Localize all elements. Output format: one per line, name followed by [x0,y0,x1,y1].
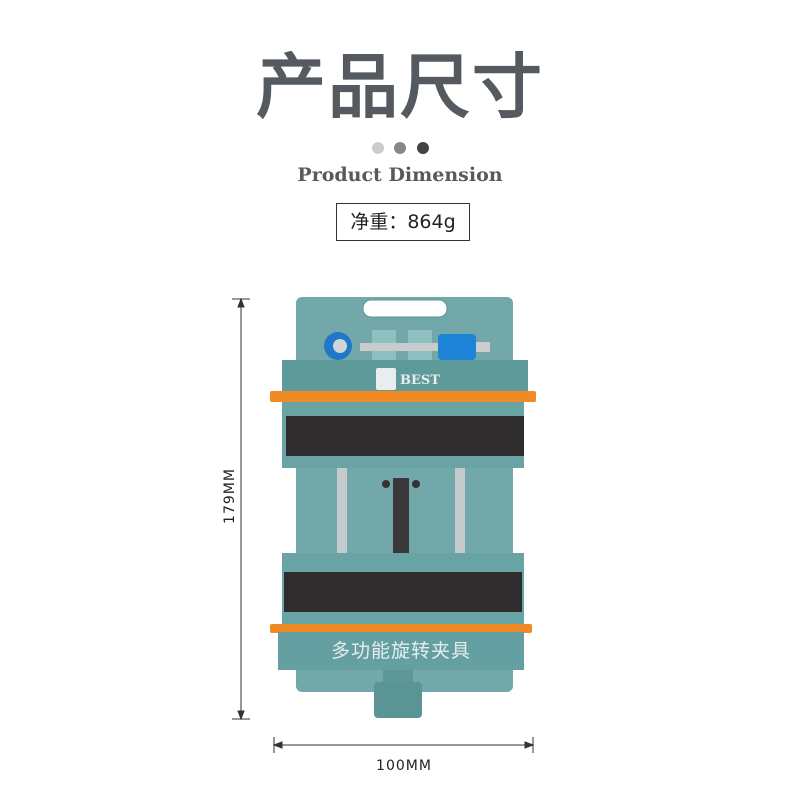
top-bar [282,360,528,396]
bottom-bar [278,632,524,670]
guide-rail [455,468,465,560]
decorative-dot [372,142,384,154]
guide-rail [337,468,347,560]
decorative-dot [417,142,429,154]
brand-logo: BEST [376,368,440,390]
page-title: 产品尺寸 [256,46,544,128]
net-weight-label: 净重：864g [336,203,470,241]
spring [393,478,409,560]
blue-knob-right [438,334,476,360]
upper-pad [286,416,524,456]
hanging-slot [362,299,448,318]
svg-text:BEST: BEST [400,373,440,388]
page-subtitle: Product Dimension [297,164,503,186]
orange-strip-top [270,391,536,402]
width-label: 100MM [376,758,432,774]
lower-pad [284,572,522,612]
decorative-dot [394,142,406,154]
adjust-knob [374,682,422,718]
product-body-text: 多功能旋转夹具 [330,640,471,662]
orange-strip-bottom [270,624,532,633]
